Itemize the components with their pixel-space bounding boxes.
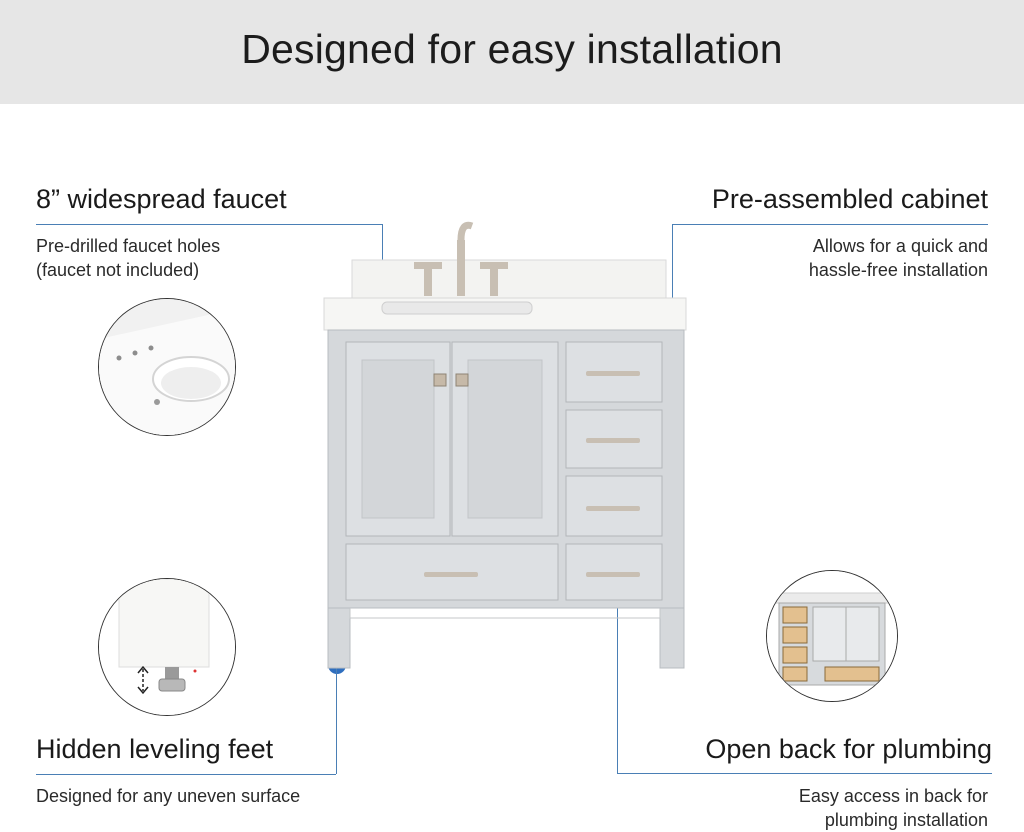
open-back-image (766, 570, 898, 702)
feature-feet-desc: Designed for any uneven surface (36, 784, 300, 808)
vanity-illustration (320, 218, 690, 676)
feet-connector (336, 665, 337, 774)
feature-faucet-desc-line-2: (faucet not included) (36, 260, 200, 280)
feature-cabinet-desc-line-1: Allows for a quick and (812, 236, 988, 256)
cabinet-rule (672, 224, 988, 225)
plumbing-rule (617, 773, 992, 774)
feature-plumbing-desc-line-1: Easy access in back for (798, 786, 988, 806)
sink-detail-image (98, 298, 236, 436)
feature-plumbing-desc-line-2: plumbing installation (824, 810, 988, 830)
feature-cabinet-desc-line-2: hassle-free installation (808, 260, 988, 280)
faucet-connector (382, 224, 383, 294)
feature-cabinet-desc: Allows for a quick and hassle-free insta… (809, 234, 988, 282)
feature-plumbing-desc: Easy access in back for plumbing install… (799, 784, 988, 832)
faucet-rule (36, 224, 382, 225)
page-title: Designed for easy installation (241, 26, 783, 72)
feature-plumbing-title: Open back for plumbing (705, 734, 992, 764)
feature-faucet-title: 8” widespread faucet (36, 184, 287, 214)
feature-faucet-desc: Pre-drilled faucet holes (faucet not inc… (36, 234, 220, 282)
cabinet-connector (672, 224, 673, 362)
feature-cabinet-title: Pre-assembled cabinet (711, 184, 988, 214)
feature-faucet-desc-line-1: Pre-drilled faucet holes (36, 236, 221, 256)
feature-feet-title: Hidden leveling feet (36, 734, 274, 764)
feature-feet-desc-line-1: Designed for any uneven surface (36, 786, 301, 806)
feet-rule (36, 774, 336, 775)
plumbing-connector (617, 561, 618, 773)
header-banner: Designed for easy installation (0, 0, 1024, 104)
leveling-foot-image (98, 578, 236, 716)
